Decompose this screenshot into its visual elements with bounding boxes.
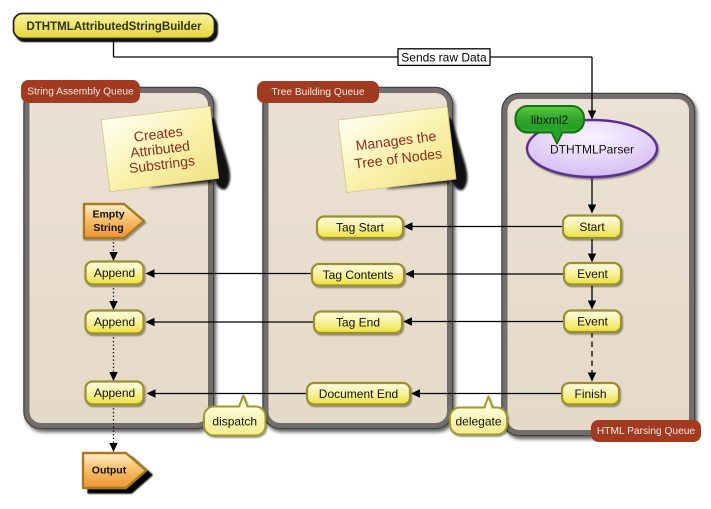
svg-text:DTHTMLAttributedStringBuilder: DTHTMLAttributedStringBuilder	[26, 21, 202, 33]
svg-text:Start: Start	[579, 220, 605, 234]
svg-text:Sends raw Data: Sends raw Data	[401, 51, 487, 65]
svg-text:String: String	[93, 222, 123, 234]
svg-text:Tag End: Tag End	[336, 315, 380, 329]
svg-text:String Assembly Queue: String Assembly Queue	[27, 87, 134, 98]
svg-text:DTHTMLParser: DTHTMLParser	[550, 143, 634, 157]
svg-text:Event: Event	[577, 314, 608, 328]
svg-text:Append: Append	[94, 266, 135, 280]
svg-text:Tag Contents: Tag Contents	[323, 268, 394, 282]
svg-text:Substrings: Substrings	[128, 152, 196, 176]
svg-text:Append: Append	[94, 386, 135, 400]
svg-text:Attributed: Attributed	[129, 137, 190, 160]
svg-text:Document End: Document End	[319, 387, 398, 401]
svg-text:Creates: Creates	[133, 123, 184, 145]
svg-text:HTML Parsing Queue: HTML Parsing Queue	[597, 426, 695, 437]
svg-text:Output: Output	[92, 465, 127, 477]
svg-text:Event: Event	[577, 267, 608, 281]
svg-text:delegate: delegate	[455, 415, 501, 429]
svg-text:Tree Building Queue: Tree Building Queue	[271, 87, 364, 98]
svg-text:Append: Append	[94, 315, 135, 329]
svg-text:Finish: Finish	[574, 387, 606, 401]
svg-text:Tag Start: Tag Start	[336, 220, 385, 234]
svg-text:Empty: Empty	[92, 208, 124, 220]
svg-text:dispatch: dispatch	[212, 415, 257, 429]
svg-text:libxml2: libxml2	[531, 113, 569, 127]
